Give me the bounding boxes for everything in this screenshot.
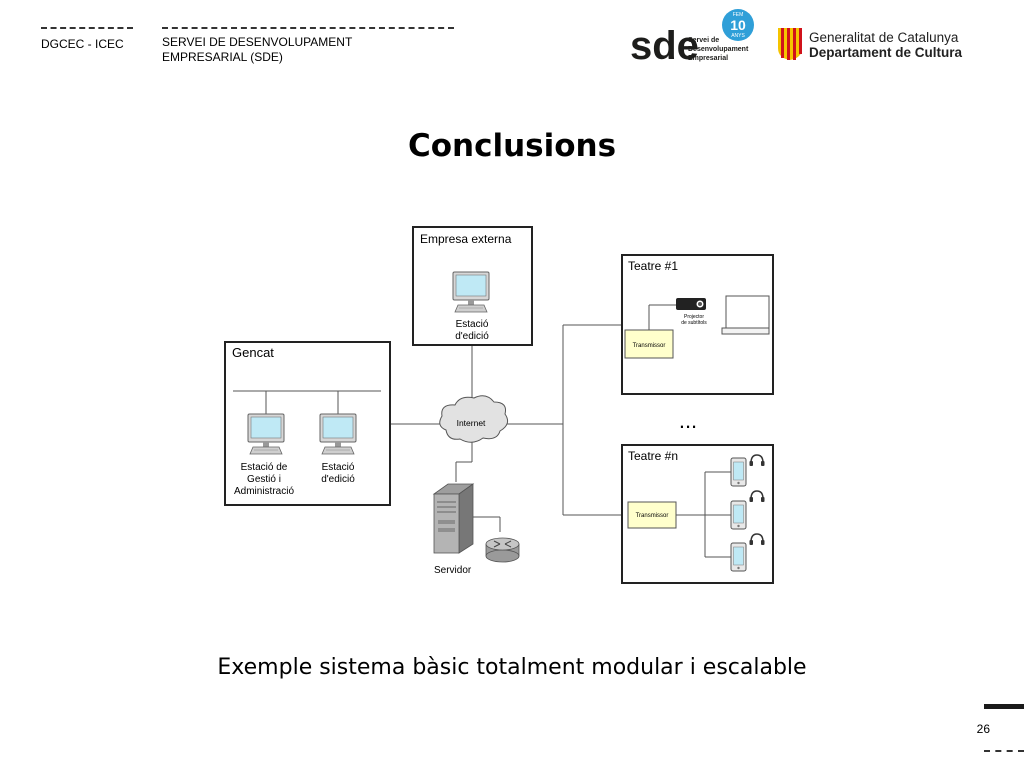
gencat-line1: Generalitat de Catalunya [809, 30, 959, 45]
header-left-label: DGCEC - ICEC [41, 37, 124, 51]
receiver-lines [676, 471, 731, 558]
ellipsis: ... [679, 408, 697, 433]
gencat-box: Gencat Estació de Gestió i Administració… [224, 341, 391, 506]
header-dash-left [41, 27, 133, 29]
empresa-station-line2: d'edició [455, 331, 489, 342]
connection-lines [390, 324, 622, 532]
header-dash-center [162, 27, 454, 29]
projector-line1: Projector [684, 314, 704, 320]
projector-line2: de subtítols [681, 320, 707, 326]
gestio-line3: Administració [234, 486, 294, 497]
empresa-station-line1: Estació [456, 319, 489, 330]
teatre1-title: Teatre #1 [628, 259, 678, 273]
edicio-line2: d'edició [321, 474, 355, 485]
gestio-line2: Gestió i [247, 474, 281, 485]
gencat-title: Gencat [232, 345, 274, 360]
servidor-label: Servidor [434, 565, 472, 576]
senyera-icon [778, 28, 802, 60]
empresa-externa-box: Empresa externa Estació d'edició [412, 226, 533, 346]
teatre-n-box: Teatre #n Transmissor [621, 444, 774, 584]
header-center-label-line2: EMPRESARIAL (SDE) [162, 50, 283, 64]
sde-logo-mark: sde [630, 24, 699, 68]
slide-subtitle: Exemple sistema bàsic totalment modular … [217, 655, 807, 680]
teatre1-transmissor: Transmissor [633, 343, 666, 349]
projector-icon [676, 298, 706, 310]
sde-logo-line1: Servei de [688, 37, 719, 44]
gencat-logo: Generalitat de Catalunya Departament de … [778, 28, 963, 60]
computer-icon [319, 413, 357, 455]
phone-icon [730, 457, 747, 487]
server-icon [432, 483, 475, 554]
badge-bottom: ANYS [731, 33, 745, 39]
page-number: 26 [976, 722, 990, 736]
header-center-label-line1: SERVEI DE DESENVOLUPAMENT [162, 35, 353, 49]
gestio-line1: Estació de [241, 462, 288, 473]
computer-icon [247, 413, 285, 455]
sde-logo: sde Servei de Desenvolupament Empresaria… [630, 9, 754, 68]
phone-icon [730, 500, 747, 530]
slide-title: Conclusions [407, 128, 617, 164]
transmissor-box [627, 501, 677, 529]
router-icon [485, 537, 520, 563]
badge-top: FEM [733, 12, 744, 18]
internet-label: Internet [457, 418, 486, 428]
screen-icon [721, 295, 770, 335]
teatren-title: Teatre #n [628, 449, 678, 463]
footer-bar [984, 704, 1024, 709]
internet-cloud-icon: Internet [439, 395, 509, 443]
gencat-line2: Departament de Cultura [809, 45, 963, 60]
empresa-title: Empresa externa [420, 232, 512, 246]
sde-logo-line2: Desenvolupament [688, 46, 749, 53]
phone-icon [730, 542, 747, 572]
teatren-transmissor: Transmissor [636, 513, 669, 519]
badge-circle [722, 9, 754, 41]
footer-dash [984, 750, 1024, 752]
sde-logo-line3: Empresarial [688, 55, 728, 62]
edicio-line1: Estació [322, 462, 355, 473]
teatre-1-box: Teatre #1 Transmissor Projector de subtí… [621, 254, 774, 395]
computer-icon [452, 271, 490, 313]
badge-num: 10 [730, 17, 746, 33]
